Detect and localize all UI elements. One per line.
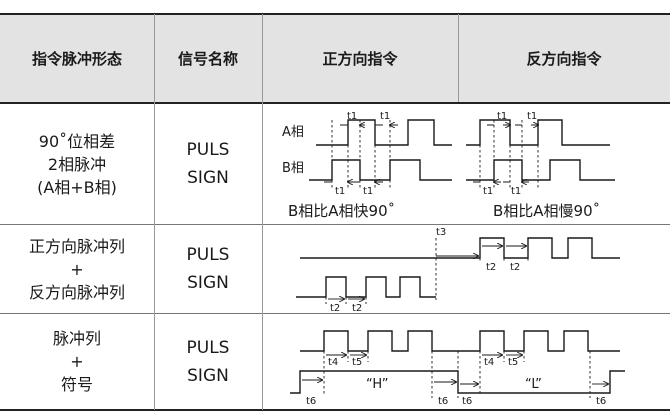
row3-t6-label-c: t6 (462, 396, 472, 407)
rule-bottom (0, 409, 670, 411)
row2-guide (325, 238, 529, 304)
row3-t5-label-b: t5 (508, 357, 518, 368)
row3-t5-label-a: t5 (352, 357, 362, 368)
row3-t6-label-b: t6 (438, 396, 448, 407)
row1-fwd-guide (331, 120, 391, 188)
row3-signal-name: PULS SIGN (186, 337, 230, 386)
col-divider-1 (154, 14, 155, 410)
row1-a-phase-label: A相 (282, 125, 304, 140)
rule-top (0, 13, 670, 15)
row1-fwd-t1-top-a: t1 (347, 111, 357, 122)
row3-guide (323, 331, 591, 398)
col-divider-3 (458, 14, 459, 102)
row2-t2-label-a: t2 (486, 262, 496, 273)
row1-fwd-a-waveform (316, 119, 452, 146)
row2-t2-label-d: t2 (352, 303, 362, 314)
row1-reverse-caption: B相比A相慢90˚ (493, 202, 600, 220)
row2-t3-label: t3 (436, 227, 446, 238)
col-divider-2 (262, 14, 263, 410)
row3-t6-label-d: t6 (596, 396, 606, 407)
rule-row1 (0, 224, 670, 225)
row2-signal-name: PULS SIGN (186, 245, 230, 293)
row1-fwd-t1-bottom-a: t1 (335, 186, 345, 197)
header-pulse-form: 指令脉冲形态 (31, 49, 122, 68)
row2-t2-label-c: t2 (330, 303, 340, 314)
rule-row2 (0, 313, 670, 314)
row1-rev-t1-bottom-a: t1 (483, 186, 493, 197)
row2-sign-waveform (296, 276, 436, 298)
row3-sign-waveform (290, 370, 625, 394)
row1-rev-t1-bottom-b: t1 (511, 186, 521, 197)
row1-rev-t1-top-b: t1 (527, 111, 537, 122)
row3-puls-waveform (300, 330, 620, 352)
row1-pulse-form: 90˚位相差 2相脉冲 (A相+B相) (37, 131, 117, 197)
header-signal-name: 信号名称 (177, 49, 238, 68)
row2-diagram: t3 t2 t2 t2 t2 (296, 227, 620, 314)
row1-forward-diagram: A相 B相 t1 t1 t1 t1 B相比A相快90˚ (282, 111, 452, 220)
row1-fwd-t1-bottom-b: t1 (363, 186, 373, 197)
header-forward-command: 正方向指令 (322, 49, 398, 68)
row1-b-phase-label: B相 (282, 161, 304, 176)
row1-forward-caption: B相比A相快90˚ (288, 202, 395, 220)
row3-t6-label-a: t6 (306, 396, 316, 407)
row3-low-label: “L” (525, 377, 542, 392)
row1-fwd-b-waveform (309, 159, 452, 181)
header-reverse-command: 反方向指令 (526, 49, 602, 68)
row2-t2-label-b: t2 (510, 262, 520, 273)
row1-reverse-diagram: t1 t1 t1 t1 B相比A相慢90˚ (466, 111, 615, 220)
rule-header (0, 102, 670, 104)
row3-t4-label-b: t4 (484, 357, 494, 368)
header-bg (0, 14, 670, 102)
row2-pulse-form: 正方向脉冲列 + 反方向脉冲列 (28, 236, 125, 302)
row3-t4-label-a: t4 (328, 357, 338, 368)
row3-pulse-form: 脉冲列 + 符号 (52, 329, 101, 394)
row1-rev-b-waveform (466, 159, 615, 181)
row2-puls-waveform (300, 237, 620, 259)
row1-fwd-t1-top-b: t1 (380, 111, 390, 122)
row3-high-label: “H” (366, 377, 388, 392)
row1-rev-guide (479, 120, 539, 188)
row1-rev-t1-top-a: t1 (497, 111, 507, 122)
row3-diagram: t4 t5 t4 t5 “H” “L” t6 t6 t6 t6 (290, 330, 625, 407)
row1-signal-name: PULS SIGN (186, 140, 230, 188)
